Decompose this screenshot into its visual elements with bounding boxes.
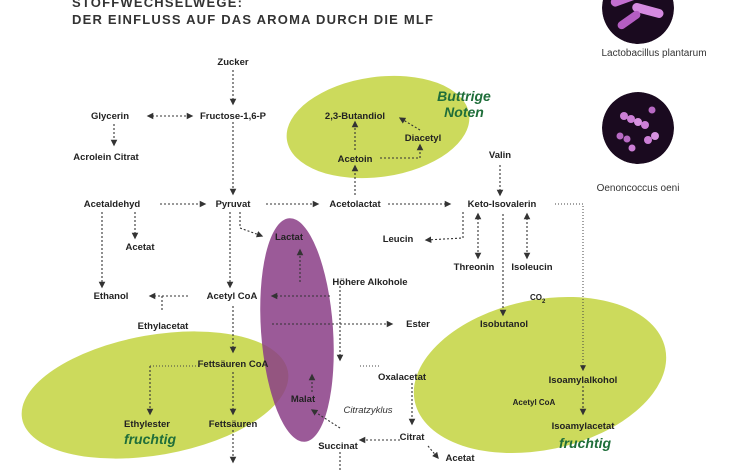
- node-diacetyl: Diacetyl: [405, 133, 441, 144]
- oenococcus-image: [602, 92, 674, 164]
- node-zucker: Zucker: [217, 57, 248, 68]
- node-isoleucin: Isoleucin: [511, 262, 552, 273]
- lactobacillus-caption: Lactobacillus plantarum: [601, 48, 707, 59]
- note-fruchtig-right: fruchtig: [559, 435, 612, 451]
- node-isoamylalkohol: Isoamylalkohol: [549, 375, 618, 386]
- node-leucin: Leucin: [383, 234, 414, 245]
- note-fruchtig-left: fruchtig: [124, 431, 177, 447]
- node-acetat-2: Acetat: [445, 453, 475, 464]
- node-co2: CO2: [530, 293, 546, 305]
- node-acetolactat: Acetolactat: [329, 199, 381, 210]
- node-ester: Ester: [406, 319, 430, 330]
- buttery-blob: [286, 75, 470, 179]
- node-succinat: Succinat: [318, 441, 358, 452]
- fruity-blob-left: [21, 331, 289, 459]
- node-citrat: Citrat: [400, 432, 426, 443]
- node-pyruvat: Pyruvat: [216, 199, 252, 210]
- malolactic-blob: [260, 218, 334, 442]
- lactobacillus-image: [602, 0, 674, 44]
- node-acetaldehyd: Acetaldehyd: [84, 199, 141, 210]
- node-threonin: Threonin: [454, 262, 495, 273]
- node-citratzyklus: Citratzyklus: [343, 405, 392, 416]
- node-ethylacetat: Ethylacetat: [138, 321, 190, 332]
- node-keto-isovalerin: Keto-Isovalerin: [468, 199, 537, 210]
- title-line-1: STOFFWECHSELWEGE:: [72, 0, 244, 10]
- node-isoamylacetat: Isoamylacetat: [552, 421, 616, 432]
- node-fettsaeuren: Fettsäuren: [209, 419, 258, 430]
- node-acetyl-coa-small: Acetyl CoA: [513, 398, 556, 407]
- node-isobutanol: Isobutanol: [480, 319, 528, 330]
- pathway-edges: [98, 70, 587, 470]
- note-buttrige: Buttrige: [437, 88, 491, 104]
- node-ethylester: Ethylester: [124, 419, 170, 430]
- node-acrolein-citrat: Acrolein Citrat: [73, 152, 139, 163]
- note-noten: Noten: [444, 104, 484, 120]
- node-acetoin: Acetoin: [338, 154, 373, 165]
- node-acetyl-coa: Acetyl CoA: [207, 291, 258, 302]
- node-butandiol: 2,3-Butandiol: [325, 111, 385, 122]
- node-glycerin: Glycerin: [91, 111, 129, 122]
- oenococcus-caption: Oenoncoccus oeni: [596, 183, 680, 194]
- node-fructose: Fructose-1,6-P: [200, 111, 267, 122]
- node-valin: Valin: [489, 150, 511, 161]
- title-line-2: DER EINFLUSS AUF DAS AROMA DURCH DIE MLF: [72, 12, 435, 27]
- node-malat: Malat: [291, 394, 316, 405]
- node-lactat: Lactat: [275, 232, 304, 243]
- node-fettsaeuren-coa: Fettsäuren CoA: [198, 359, 269, 370]
- node-oxalacetat: Oxalacetat: [378, 372, 427, 383]
- node-hoehere-alkohole: Höhere Alkohole: [332, 277, 407, 288]
- node-acetat-1: Acetat: [125, 242, 155, 253]
- node-ethanol: Ethanol: [94, 291, 129, 302]
- fruity-blob-right: [413, 296, 667, 454]
